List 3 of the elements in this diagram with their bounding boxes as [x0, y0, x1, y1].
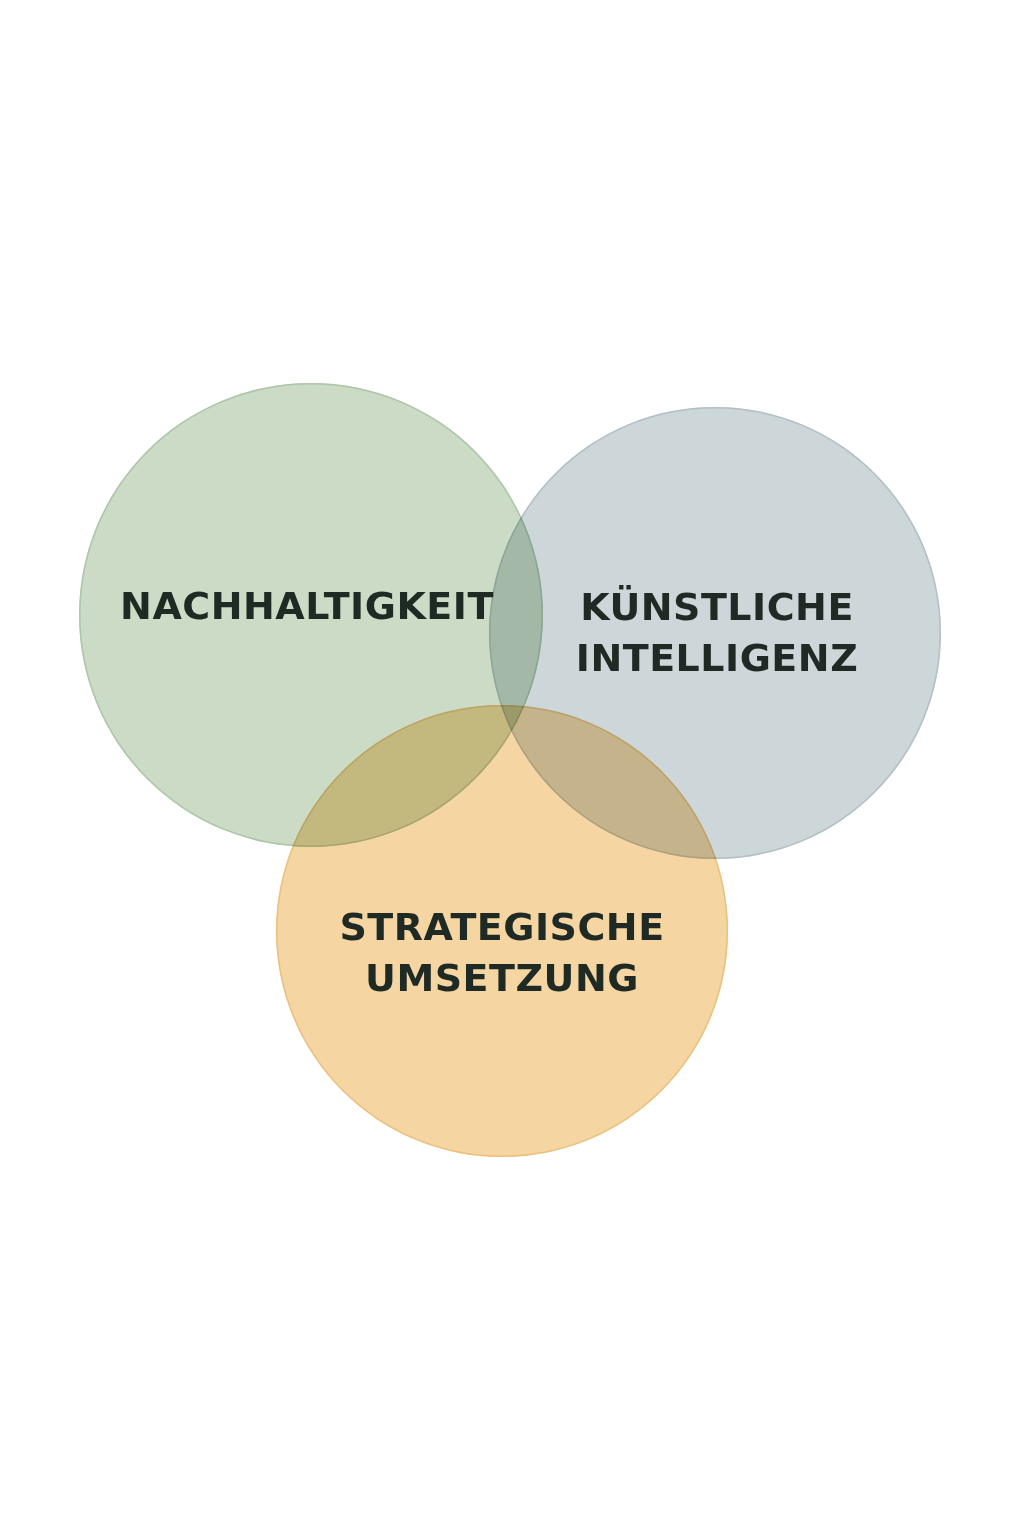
circle-label: KÜNSTLICHE INTELLIGENZ [574, 583, 860, 682]
circle-label: NACHHALTIGKEIT [120, 583, 494, 631]
circle-label: STRATEGISCHE UMSETZUNG [338, 903, 666, 1002]
